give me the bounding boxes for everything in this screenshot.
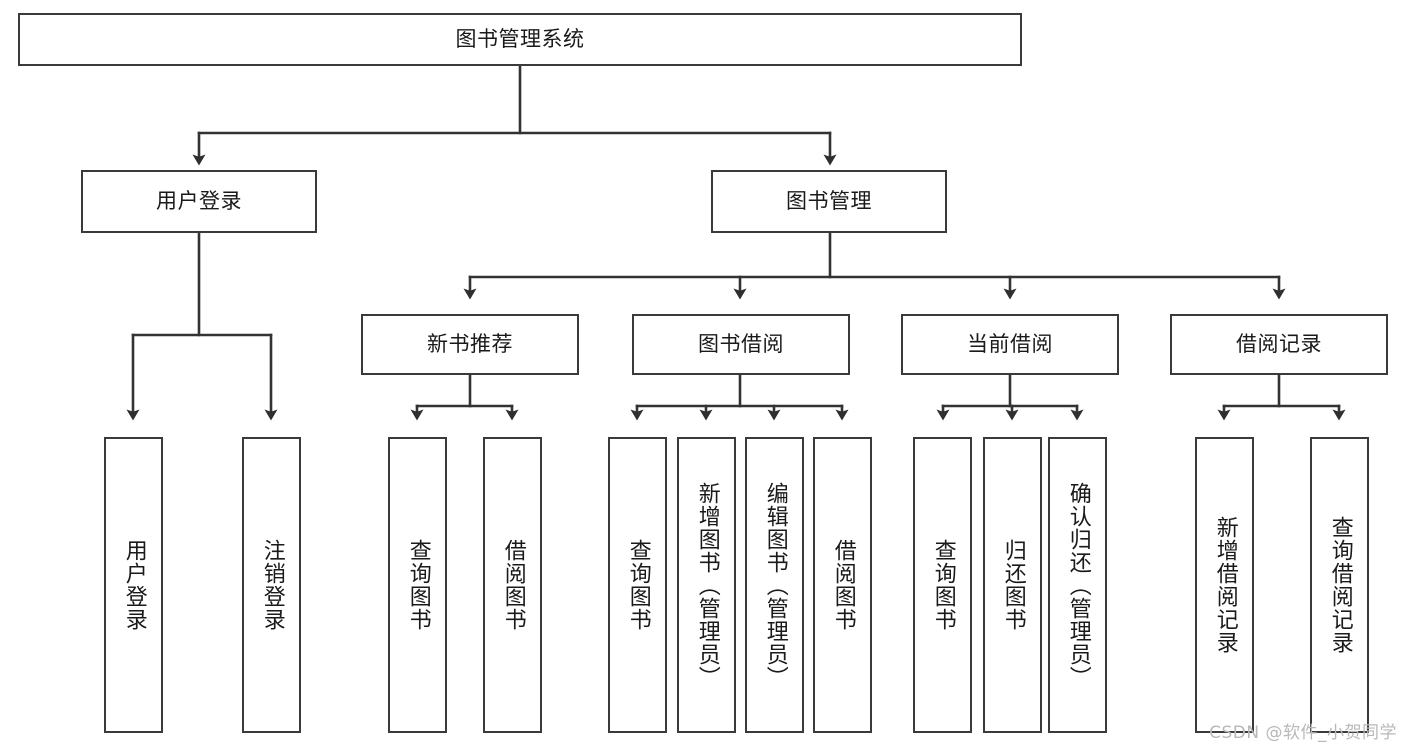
node-label: 查询图书 <box>625 539 651 631</box>
node-label: 归还图书 <box>1000 539 1026 631</box>
leaf-borrow-edit-book-admin[interactable]: 编辑图书（管理员） <box>745 437 804 733</box>
leaf-current-query-book[interactable]: 查询图书 <box>913 437 972 733</box>
leaf-current-confirm-return-admin[interactable]: 确认归还（管理员） <box>1048 437 1107 733</box>
node-label: 借阅图书 <box>500 539 526 631</box>
node-borrowing-records[interactable]: 借阅记录 <box>1170 314 1388 375</box>
node-user-login[interactable]: 用户登录 <box>81 170 317 233</box>
node-book-management[interactable]: 图书管理 <box>711 170 947 233</box>
leaf-borrow-borrow-book[interactable]: 借阅图书 <box>813 437 872 733</box>
node-label: 借阅图书 <box>830 539 856 631</box>
node-label: 查询借阅记录 <box>1327 516 1353 654</box>
node-label: 用户登录 <box>121 539 147 631</box>
node-root-book-management-system[interactable]: 图书管理系统 <box>18 13 1022 66</box>
node-label: 新书推荐 <box>427 332 513 357</box>
node-label: 借阅记录 <box>1236 332 1322 357</box>
leaf-record-query-record[interactable]: 查询借阅记录 <box>1310 437 1369 733</box>
leaf-recommend-query-book[interactable]: 查询图书 <box>388 437 447 733</box>
leaf-recommend-borrow-book[interactable]: 借阅图书 <box>483 437 542 733</box>
leaf-record-add-record[interactable]: 新增借阅记录 <box>1195 437 1254 733</box>
leaf-user-login-signin[interactable]: 用户登录 <box>104 437 163 733</box>
node-label: 注销登录 <box>259 539 285 631</box>
node-label: 编辑图书（管理员） <box>762 481 788 689</box>
node-label: 查询图书 <box>405 539 431 631</box>
node-current-borrowing[interactable]: 当前借阅 <box>901 314 1119 375</box>
node-label: 图书管理 <box>786 189 872 214</box>
leaf-user-login-signout[interactable]: 注销登录 <box>242 437 301 733</box>
node-label: 当前借阅 <box>967 332 1053 357</box>
node-label: 确认归还（管理员） <box>1065 481 1091 689</box>
node-label: 新增借阅记录 <box>1212 516 1238 654</box>
node-label: 查询图书 <box>930 539 956 631</box>
node-label: 新增图书（管理员） <box>694 481 720 689</box>
node-label: 图书管理系统 <box>455 27 585 52</box>
leaf-current-return-book[interactable]: 归还图书 <box>983 437 1042 733</box>
node-label: 用户登录 <box>156 189 242 214</box>
node-new-book-recommendation[interactable]: 新书推荐 <box>361 314 579 375</box>
leaf-borrow-add-book-admin[interactable]: 新增图书（管理员） <box>677 437 736 733</box>
node-book-borrowing[interactable]: 图书借阅 <box>632 314 850 375</box>
node-label: 图书借阅 <box>698 332 784 357</box>
csdn-watermark: CSDN @软件_小贺同学 <box>1209 723 1397 743</box>
leaf-borrow-query-book[interactable]: 查询图书 <box>608 437 667 733</box>
